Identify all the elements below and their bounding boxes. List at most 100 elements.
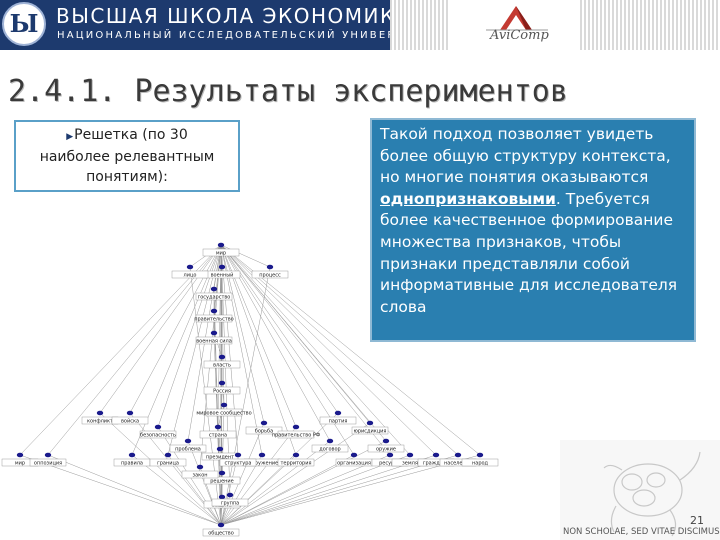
lattice-edge xyxy=(220,244,411,456)
lattice-node: государство xyxy=(195,286,233,301)
lattice-node-label: население xyxy=(444,461,472,467)
lattice-edge xyxy=(19,454,222,526)
lattice-node-dot xyxy=(292,452,300,458)
lattice-node-label-box xyxy=(149,458,187,467)
lattice-node: правила xyxy=(113,452,151,467)
avicomp-logo-icon xyxy=(486,6,548,31)
lattice-node-dot xyxy=(226,492,234,498)
description-underlined: однопризнаковыми xyxy=(380,189,556,208)
lattice-node-label: мир xyxy=(216,251,226,257)
lattice-node-label: президент xyxy=(206,455,234,461)
lattice-node-label-box xyxy=(139,430,177,439)
lattice-node-label-box xyxy=(311,444,349,453)
lattice-node-dot xyxy=(184,438,192,444)
lattice-edge xyxy=(220,454,239,526)
lattice-node-dot xyxy=(218,354,226,360)
lattice-edge xyxy=(220,440,387,526)
lattice-edge xyxy=(220,244,387,442)
lattice-node-dot xyxy=(210,330,218,336)
lattice-node-label-box xyxy=(367,444,405,453)
lattice-node-dot xyxy=(154,424,162,430)
lattice-node-dot xyxy=(164,452,172,458)
lattice-node-label-box xyxy=(219,458,257,467)
lattice-node-label: военный xyxy=(211,272,234,279)
lattice-node-dot xyxy=(234,452,242,458)
lattice-edge xyxy=(199,244,222,468)
lattice-edge xyxy=(47,244,222,456)
lattice-node: войска xyxy=(111,410,149,425)
description-part-2: . Требуется более качественное формирова… xyxy=(380,189,678,316)
lattice-edge xyxy=(220,454,437,526)
lattice-node-label: территория xyxy=(281,461,312,467)
lattice-node-label: юрисдикция xyxy=(354,429,387,435)
lattice-node-label-box xyxy=(203,386,241,395)
lattice-node-label-box xyxy=(202,248,240,257)
lattice-node-dot xyxy=(454,452,462,458)
lattice-node-label: процесс xyxy=(259,273,281,279)
lattice-node-dot xyxy=(217,522,225,528)
lattice-edge xyxy=(167,244,222,456)
lattice-node: земля xyxy=(391,452,429,467)
lattice-node: правительство xyxy=(194,308,234,323)
lattice-node-dot xyxy=(217,242,225,248)
lattice-node-dot xyxy=(476,452,484,458)
lattice-node-label-box xyxy=(29,458,67,467)
lattice-node: юрисдикция xyxy=(351,420,389,435)
lattice-node-label: мир xyxy=(15,461,25,467)
lattice-edge xyxy=(220,244,271,268)
lattice-node-label-box xyxy=(319,416,357,425)
lattice-node-dot xyxy=(260,420,268,426)
lattice-node-label: безопасность xyxy=(140,433,176,439)
lattice-node-label-box xyxy=(195,292,233,301)
lattice-node-dot xyxy=(386,452,394,458)
lattice-node-dot xyxy=(266,264,274,270)
lattice-edge xyxy=(220,244,437,456)
lattice-edge xyxy=(220,244,239,456)
description-part-1: Такой подход позволяет увидеть более общ… xyxy=(380,125,671,187)
lattice-node-dot xyxy=(96,410,104,416)
lattice-edge xyxy=(220,454,297,526)
lattice-node-label: военная сила xyxy=(196,339,232,345)
lattice-node: страна xyxy=(199,424,237,439)
lattice-node-label-box xyxy=(203,360,241,369)
lattice-node-label-box xyxy=(245,426,283,435)
lattice-node-dot xyxy=(44,452,52,458)
lattice-node-label: власть xyxy=(213,363,231,369)
lattice-edge xyxy=(129,412,222,526)
lattice-node-label-box xyxy=(203,476,241,485)
lattice-node-dot xyxy=(16,452,24,458)
lattice-node-label: общество xyxy=(208,531,234,537)
lattice-node: территория xyxy=(277,452,315,467)
lattice-edge xyxy=(220,244,459,456)
lattice-node-label: войска xyxy=(121,418,139,425)
lattice-edge xyxy=(167,454,222,526)
lattice-edge xyxy=(220,454,263,526)
lattice-node-label: правила xyxy=(121,461,143,467)
lattice-node: партия xyxy=(319,410,357,425)
lattice-node-dot xyxy=(210,308,218,314)
lattice-edge xyxy=(220,244,481,456)
lattice-node-dot xyxy=(186,264,194,270)
bullet-icon: ▶ xyxy=(66,132,74,142)
lattice-node-dot xyxy=(218,380,226,386)
lattice-node-dot xyxy=(350,452,358,458)
lattice-edge xyxy=(217,426,222,526)
lattice-node-label: вооружение xyxy=(246,461,278,467)
lattice-edge xyxy=(220,454,355,526)
lattice-node: граждане xyxy=(417,452,455,467)
lattice-node-label: мировое сообщество xyxy=(196,411,251,417)
lattice-node-dot xyxy=(292,424,300,430)
lattice-edge xyxy=(19,244,222,456)
lattice-edge xyxy=(220,454,481,526)
lattice-node-dot xyxy=(406,452,414,458)
lattice-node-label-box xyxy=(195,314,233,323)
lattice-node: оппозиция xyxy=(29,452,67,467)
partner-name: AviComp xyxy=(490,28,549,43)
lattice-node: мировое сообщество xyxy=(196,402,252,417)
lattice-edge xyxy=(220,244,339,414)
lattice-node: борьба xyxy=(245,420,283,435)
lattice-node-dot xyxy=(216,446,224,452)
lattice-node: группа xyxy=(211,492,249,507)
lattice-node-dot xyxy=(220,402,228,408)
lattice-node: закон xyxy=(181,464,219,479)
